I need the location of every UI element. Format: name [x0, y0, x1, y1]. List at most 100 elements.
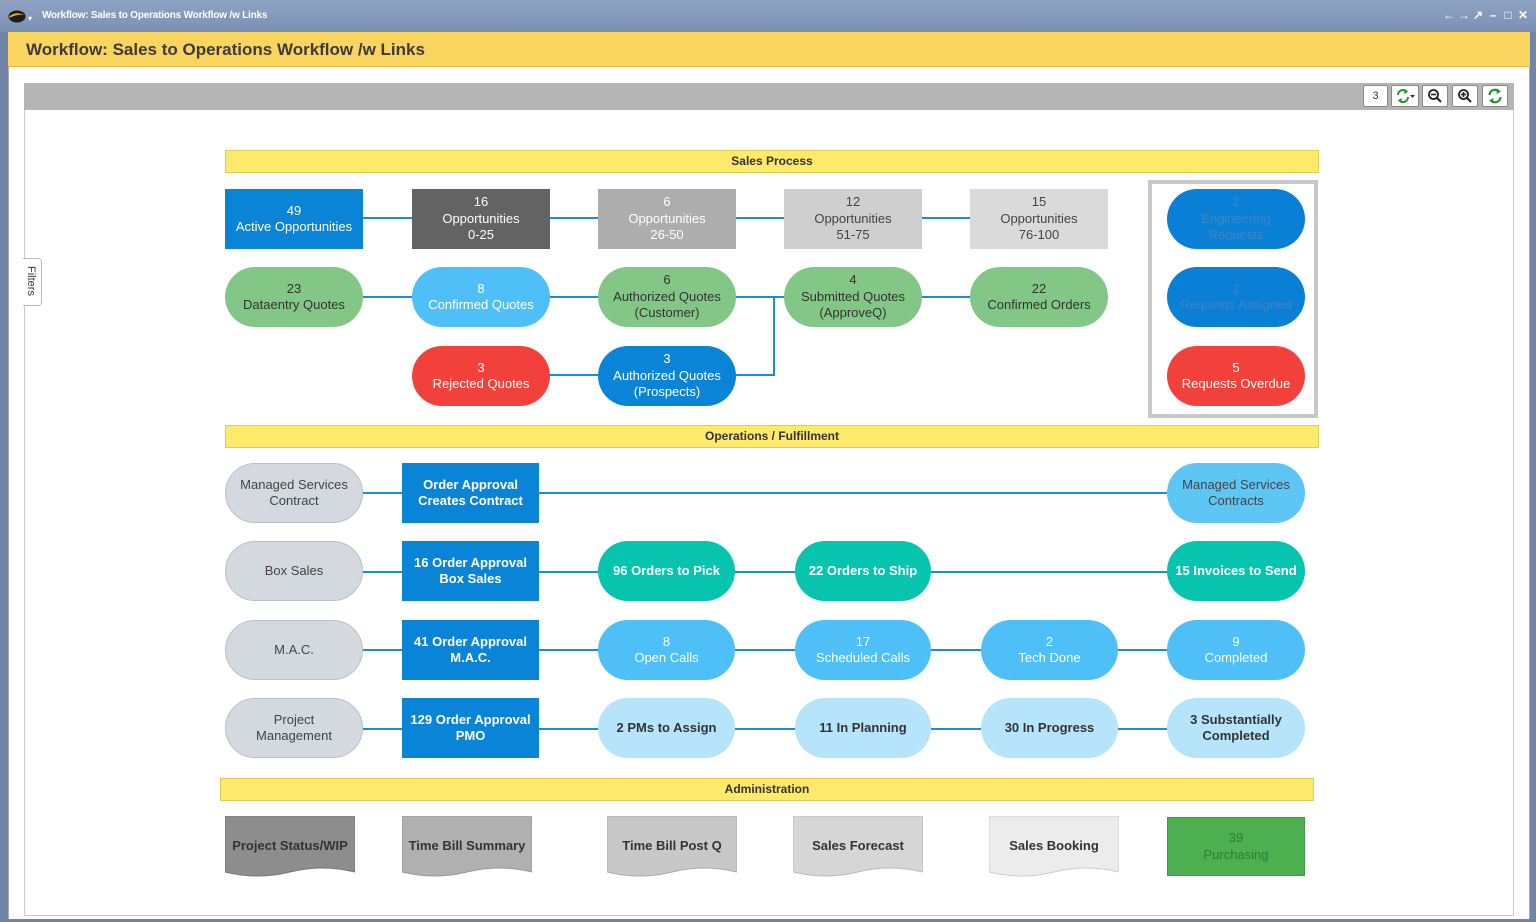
node-managed-services-contract[interactable]: Managed Services Contract — [225, 463, 363, 523]
node-order-approval-contract[interactable]: Order Approval Creates Contract — [402, 463, 539, 523]
document-shape-icon — [402, 816, 532, 877]
node-order-approval-box-sales[interactable]: 16 Order Approval Box Sales — [402, 541, 539, 601]
connector — [922, 296, 970, 298]
node-opportunities-26-50[interactable]: 6 Opportunities 26-50 — [598, 189, 736, 249]
connector — [735, 728, 795, 730]
connector — [1118, 728, 1167, 730]
maximize-icon[interactable]: □ — [1504, 8, 1512, 22]
level-count-field[interactable]: 3 — [1363, 85, 1388, 107]
document-shape-icon — [793, 816, 923, 877]
node-mac[interactable]: M.A.C. — [225, 620, 363, 680]
node-box-sales[interactable]: Box Sales — [225, 541, 363, 601]
refresh-icon — [1488, 88, 1502, 104]
window-titlebar: ▾ Workflow: Sales to Operations Workflow… — [0, 0, 1536, 32]
node-label: Opportunities — [814, 210, 892, 226]
node-requests-assigned[interactable]: 2 Requests Assigned — [1167, 267, 1305, 327]
node-pms-to-assign[interactable]: 2 PMs to Assign — [598, 698, 735, 758]
connector — [539, 492, 1167, 494]
node-count: 6 — [663, 272, 671, 288]
node-project-management[interactable]: Project Management — [225, 698, 363, 758]
node-submitted-quotes[interactable]: 4 Submitted Quotes (ApproveQ) — [784, 267, 922, 327]
connector — [363, 492, 402, 494]
node-count: 2 — [1232, 194, 1240, 210]
doc-time-bill-post-q[interactable]: Time Bill Post Q — [607, 816, 737, 882]
refresh-button[interactable] — [1482, 85, 1508, 107]
node-active-opportunities[interactable]: 49 Active Opportunities — [225, 189, 363, 249]
node-label: Active Opportunities — [235, 219, 353, 234]
back-icon[interactable]: ← — [1443, 8, 1455, 22]
node-in-planning[interactable]: 11 In Planning — [795, 698, 931, 758]
connector — [549, 296, 598, 298]
doc-project-status-wip[interactable]: Project Status/WIP — [225, 816, 355, 882]
node-rejected-quotes[interactable]: 3 Rejected Quotes — [412, 346, 550, 406]
node-label: 15 Invoices to Send — [1175, 562, 1297, 578]
node-confirmed-quotes[interactable]: 8 Confirmed Quotes — [412, 267, 550, 327]
node-order-approval-mac[interactable]: 41 Order Approval M.A.C. — [402, 620, 539, 680]
connector — [735, 649, 795, 651]
node-purchasing[interactable]: 39 Purchasing — [1167, 817, 1305, 876]
node-requests-overdue[interactable]: 5 Requests Overdue — [1167, 346, 1305, 406]
connector — [931, 728, 981, 730]
connector — [931, 649, 981, 651]
auto-refresh-dropdown[interactable] — [1391, 85, 1419, 107]
zoom-in-button[interactable] — [1452, 85, 1478, 107]
node-managed-services-contracts[interactable]: Managed Services Contracts — [1167, 463, 1305, 523]
doc-time-bill-summary[interactable]: Time Bill Summary — [402, 816, 532, 882]
node-invoices-to-send[interactable]: 15 Invoices to Send — [1167, 541, 1305, 601]
node-sublabel: M.A.C. — [450, 650, 491, 665]
node-tech-done[interactable]: 2 Tech Done — [981, 620, 1118, 680]
node-scheduled-calls[interactable]: 17 Scheduled Calls — [795, 620, 931, 680]
node-label: Managed Services — [1182, 476, 1290, 492]
connector — [736, 374, 775, 376]
node-open-calls[interactable]: 8 Open Calls — [598, 620, 735, 680]
node-label: Box Sales — [264, 562, 324, 578]
app-logo-icon[interactable] — [8, 10, 26, 23]
node-count: 5 — [1232, 359, 1240, 375]
forward-icon[interactable]: → — [1458, 8, 1470, 22]
node-opportunities-0-25[interactable]: 16 Opportunities 0-25 — [412, 189, 550, 249]
node-range: 0-25 — [467, 227, 495, 243]
node-sublabel: (ApproveQ) — [819, 305, 887, 321]
connector — [922, 217, 970, 219]
node-authorized-quotes-prospects[interactable]: 3 Authorized Quotes (Prospects) — [598, 346, 736, 406]
node-label: 3 Substantially — [1190, 711, 1282, 727]
node-sublabel: Creates Contract — [418, 493, 523, 508]
document-shape-icon — [607, 816, 737, 877]
node-orders-to-pick[interactable]: 96 Orders to Pick — [598, 541, 735, 601]
app-menu-caret-icon[interactable]: ▾ — [28, 14, 33, 23]
popout-icon[interactable]: ↗ — [1473, 8, 1484, 22]
node-sublabel: Contract — [269, 493, 319, 508]
node-label: Requests Assigned — [1180, 297, 1292, 312]
node-count: 17 — [855, 633, 871, 649]
node-label: Tech Done — [1018, 650, 1081, 665]
filters-tab[interactable]: Filters — [23, 258, 42, 306]
node-in-progress[interactable]: 30 In Progress — [981, 698, 1118, 758]
node-label: Opportunities — [1000, 210, 1078, 226]
doc-label: Sales Forecast — [812, 837, 904, 853]
node-range: 26-50 — [650, 227, 684, 243]
zoom-out-button[interactable] — [1422, 85, 1448, 107]
node-label: Submitted Quotes — [800, 288, 906, 304]
node-confirmed-orders[interactable]: 22 Confirmed Orders — [970, 267, 1108, 327]
close-icon[interactable]: ✕ — [1518, 8, 1529, 22]
node-authorized-quotes-customer[interactable]: 6 Authorized Quotes (Customer) — [598, 267, 736, 327]
doc-sales-booking[interactable]: Sales Booking — [989, 816, 1119, 882]
node-label: Confirmed Quotes — [428, 297, 534, 312]
node-count: 16 — [473, 194, 489, 210]
doc-sales-forecast[interactable]: Sales Forecast — [793, 816, 923, 882]
node-completed[interactable]: 9 Completed — [1167, 620, 1305, 680]
node-label: Engineering — [1201, 210, 1271, 226]
connector — [539, 571, 598, 573]
node-sublabel: Management — [256, 728, 332, 743]
node-label: Opportunities — [442, 210, 520, 226]
node-substantially-completed[interactable]: 3 Substantially Completed — [1167, 698, 1305, 758]
node-orders-to-ship[interactable]: 22 Orders to Ship — [795, 541, 931, 601]
minimize-icon[interactable]: – — [1489, 8, 1497, 22]
connector — [1118, 649, 1167, 651]
node-opportunities-51-75[interactable]: 12 Opportunities 51-75 — [784, 189, 922, 249]
node-dataentry-quotes[interactable]: 23 Dataentry Quotes — [225, 267, 363, 327]
node-engineering-requests[interactable]: 2 Engineering Requests — [1167, 189, 1305, 249]
filters-tab-label: Filters — [25, 266, 37, 296]
node-order-approval-pmo[interactable]: 129 Order Approval PMO — [402, 698, 539, 758]
node-opportunities-76-100[interactable]: 15 Opportunities 76-100 — [970, 189, 1108, 249]
